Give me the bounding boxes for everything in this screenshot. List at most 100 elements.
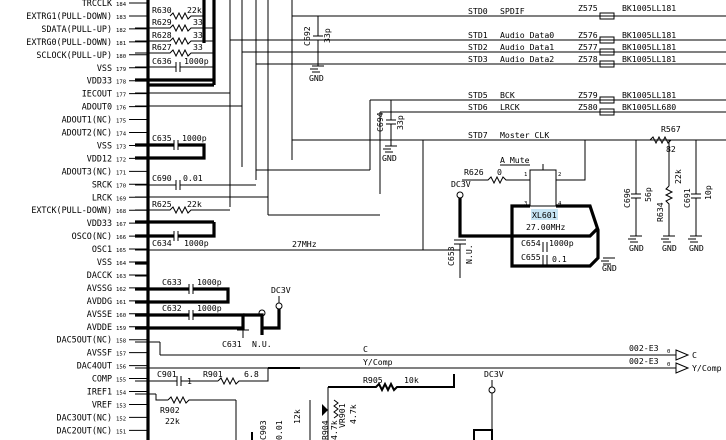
- pin-name: SDATA(PULL-UP): [41, 24, 112, 34]
- r630-symbol: [169, 11, 204, 21]
- r629-symbol: [135, 23, 214, 33]
- c631-ref: C631: [222, 339, 242, 349]
- vr901-value: 4.7k: [348, 404, 358, 424]
- vr901-ref: VR901: [337, 403, 347, 428]
- gnd-symbol-6: [688, 235, 702, 243]
- pin-number: 182: [116, 28, 126, 34]
- xl601-value: 27.00MHz: [526, 222, 566, 232]
- std6-net: STD6: [468, 102, 488, 112]
- pin-number: 171: [116, 170, 126, 176]
- c634-value: 1000p: [184, 238, 209, 248]
- c653-value: N.U.: [464, 244, 474, 264]
- c632-value: 1000p: [197, 303, 222, 313]
- xl601-body: [529, 169, 557, 207]
- pin-number: 172: [116, 157, 126, 163]
- vr901-wiper: [322, 404, 328, 416]
- pin-number: 177: [116, 93, 126, 99]
- pin-name: ADOUT0: [82, 102, 112, 112]
- r9xx-value: 12k: [292, 409, 302, 424]
- r626-ref: R626: [464, 167, 484, 177]
- c690-ref: C690: [152, 173, 172, 183]
- r627-value: 33: [193, 42, 203, 52]
- gnd-label-1: GND: [309, 73, 324, 83]
- gnd-symbol-1: [310, 65, 324, 73]
- r905-symbol: [328, 374, 455, 393]
- pin-number: 160: [116, 313, 126, 319]
- r628-value: 33: [193, 30, 203, 40]
- gnd-label-6: GND: [689, 243, 704, 253]
- c694-ref: C694: [375, 112, 385, 132]
- z575-body: [599, 12, 615, 20]
- c903-value: 0.01: [274, 420, 284, 440]
- std1-ferrite: Z576: [578, 30, 598, 40]
- std5-net: STD5: [468, 90, 488, 100]
- std7-net: STD7: [468, 130, 488, 140]
- r902-ref: R902: [160, 405, 180, 415]
- c-output-arrow: [675, 349, 690, 361]
- ferrite-beads: [599, 12, 615, 116]
- pin-name: VDD33: [87, 218, 112, 228]
- pin-name: OSCO(NC): [72, 231, 112, 241]
- r905-value: 10k: [404, 375, 419, 385]
- xl601-ref: XL601: [532, 210, 557, 220]
- gnd-label-3: GND: [602, 263, 617, 273]
- std5-part: BK1005LL181: [622, 90, 676, 100]
- pin-name: LRCK: [92, 192, 113, 202]
- pin-name: AVSSE: [87, 309, 112, 319]
- r625-value: 22k: [187, 199, 202, 209]
- r627-symbol: [135, 48, 214, 58]
- pin-name: AVSSG: [87, 283, 112, 293]
- xl601-pin3: 3: [524, 201, 527, 207]
- pin-name: OSC1: [92, 244, 112, 254]
- c-output-pin: 0: [667, 349, 670, 355]
- pin-number: 175: [116, 119, 126, 125]
- r625-symbol: [135, 205, 230, 215]
- c903-ref: C903: [258, 420, 268, 440]
- ycomp-signal-label: Y/Comp: [363, 357, 393, 367]
- clk-27mhz-label: 27MHz: [292, 239, 317, 249]
- pin-name: EXTRG1(PULL-DOWN): [26, 11, 112, 21]
- ycomp-output-pin: 0: [667, 362, 670, 368]
- c691-value: 10p: [703, 185, 713, 200]
- pin-number: 167: [116, 222, 126, 228]
- c692-ref: C692: [302, 26, 312, 46]
- std3-name: Audio_Data2: [500, 54, 554, 64]
- r901-symbol: [217, 368, 269, 386]
- std7-name: Moster_CLK: [500, 130, 549, 140]
- pin-name: ADOUT3(NC): [62, 166, 112, 176]
- xl601-gnd-link: [510, 204, 530, 236]
- dc3v-label-2: DC3V: [484, 369, 504, 379]
- c633-value: 1000p: [197, 277, 222, 287]
- pin-name: VREF: [92, 399, 112, 409]
- pin-name: ADOUT1(NC): [62, 115, 112, 125]
- c634-ref: C634: [152, 238, 172, 248]
- r901-value: 6.8: [244, 369, 259, 379]
- c901-ref: C901: [157, 369, 177, 379]
- pin-name: SCLOCK(PULL-UP): [36, 50, 112, 60]
- c636-ref: C636: [152, 56, 172, 66]
- pin-name: AVDDE: [87, 322, 112, 332]
- gnd-label-5: GND: [662, 243, 677, 253]
- r904-ref: R904: [320, 420, 330, 440]
- ycomp-output-arrow: [675, 362, 690, 374]
- pin-name: VSS: [97, 63, 112, 73]
- std2-net: STD2: [468, 42, 488, 52]
- pin-number: 180: [116, 54, 126, 60]
- pin-name: VSS: [97, 140, 112, 150]
- c632-ref: C632: [162, 303, 182, 313]
- c696-value: 56p: [643, 187, 653, 202]
- a-mute-label: A_Mute: [500, 155, 530, 165]
- r567-value: 82: [666, 144, 676, 154]
- std3-ferrite: Z578: [578, 54, 598, 64]
- pin-name: TRCCLK: [82, 0, 113, 8]
- pin-number: 152: [116, 416, 126, 422]
- pin-number: 168: [116, 209, 127, 215]
- bottom-connector: [473, 429, 493, 440]
- pin-number: 163: [116, 274, 126, 280]
- c654-ref: C654: [521, 238, 541, 248]
- r629-ref: R629: [152, 17, 172, 27]
- r634-value: 22k: [673, 169, 683, 184]
- c654-value: 1000p: [549, 238, 574, 248]
- signal-rows: [230, 15, 726, 216]
